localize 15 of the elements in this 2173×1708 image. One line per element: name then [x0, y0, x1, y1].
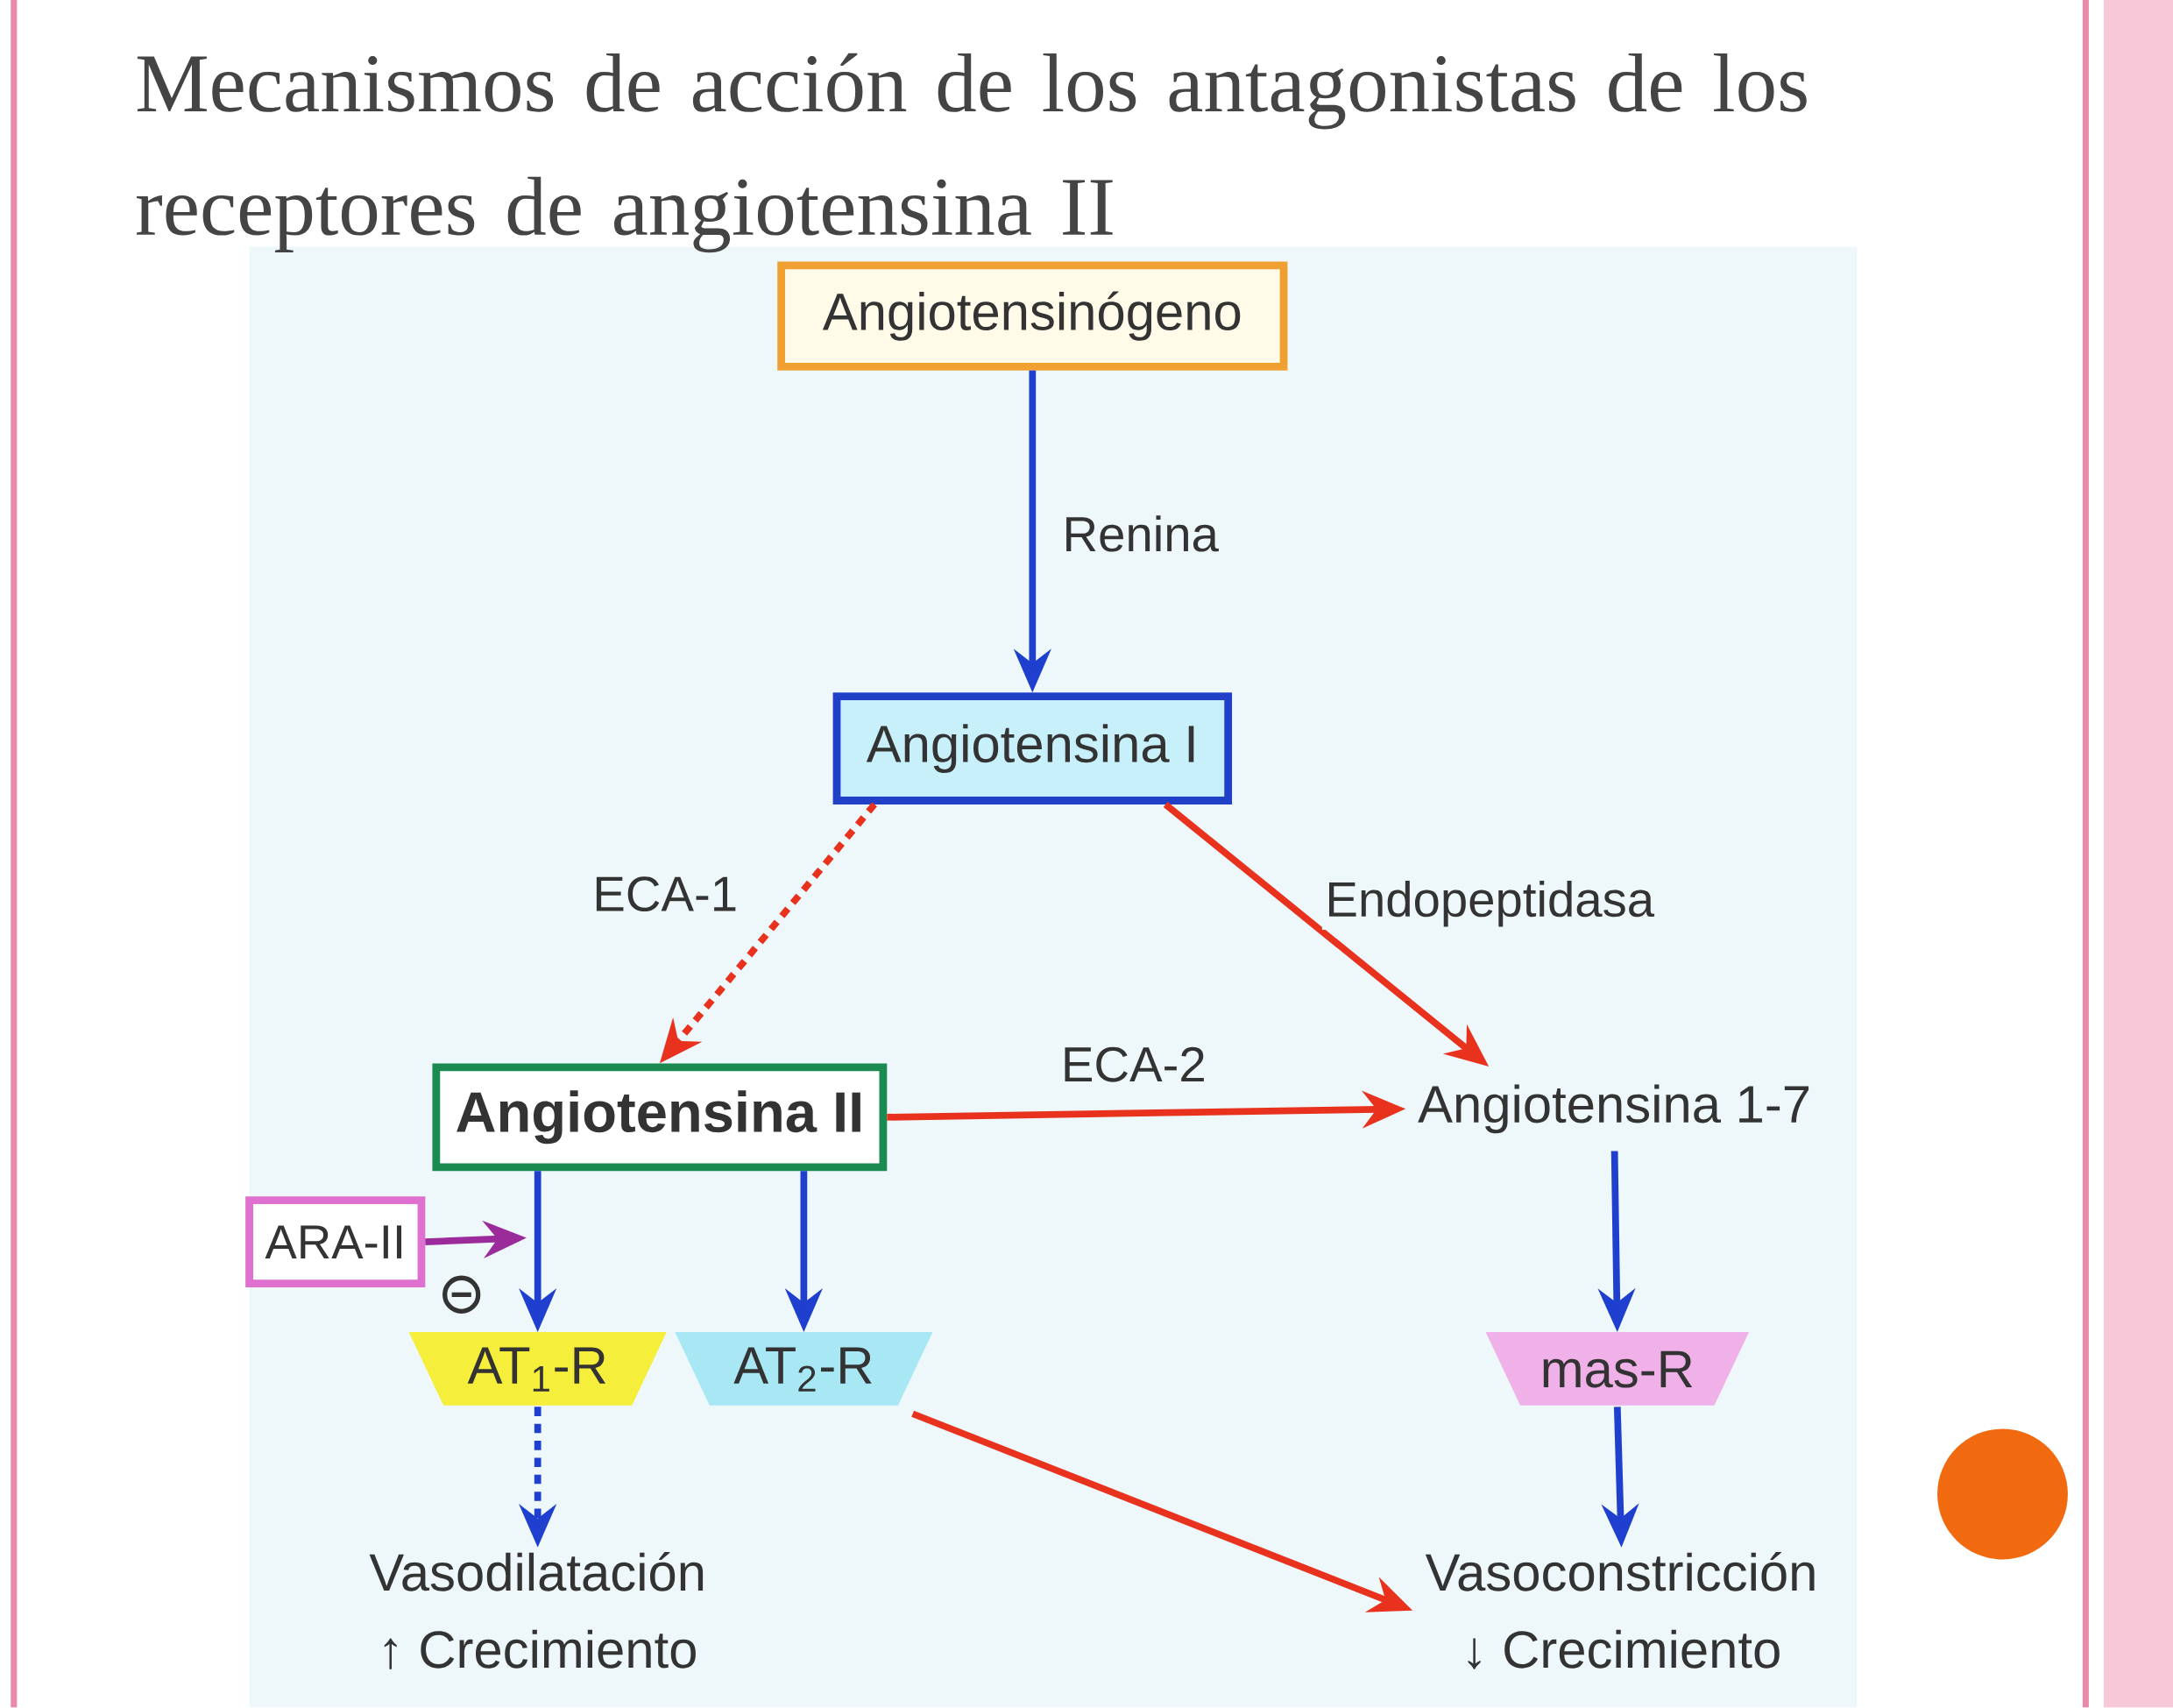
node-text: Angiotensina 1-7	[1418, 1084, 1809, 1134]
edge-label: Endopeptidasa	[1321, 877, 1658, 931]
receptor-trapezoid: AT$_{2}$-R	[675, 1332, 933, 1406]
labeled-box: Angiotensina II	[432, 1063, 888, 1172]
effect-text: Vasodilatación ↑ Crecimiento	[369, 1552, 704, 1669]
title: Mecanismos de acción de los antagonistas de los receptores de angiotensina II	[137, 53, 1807, 253]
edge-label: ECA-2	[1058, 1044, 1210, 1086]
labeled-box: Angiotensina I	[832, 692, 1233, 805]
effect-text: Vasoconstricción ↓ Crecimiento	[1425, 1552, 1815, 1669]
edge-label: Renina	[1058, 512, 1222, 556]
drug-box: ARA-II	[245, 1196, 426, 1288]
receptor-trapezoid: mas-R	[1485, 1332, 1750, 1406]
receptor-trapezoid: AT$_{1}$-R	[408, 1332, 667, 1406]
labeled-box: Angiotensinógeno	[777, 261, 1288, 372]
edge-label: ECA-1	[589, 873, 741, 915]
